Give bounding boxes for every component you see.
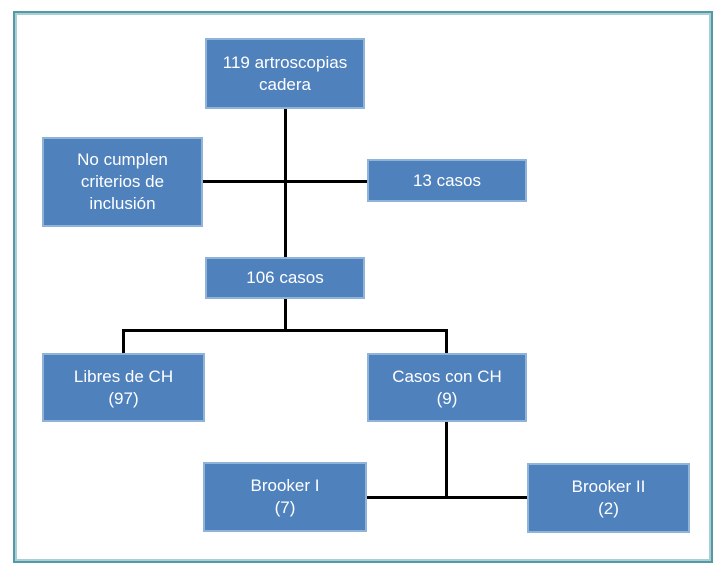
node-free-of-ch: Libres de CH (97) [42, 353, 205, 422]
connector-included-to-branch [284, 299, 287, 331]
node-brooker-i-label: Brooker I (7) [250, 476, 320, 517]
node-cases-with-ch-label: Casos con CH (9) [392, 366, 502, 408]
node-exclusion-criteria-label: No cumplen criterios de inclusión [77, 150, 168, 213]
node-arthroscopies-total: 119 artroscopias cadera [205, 38, 365, 109]
connector-branch-to-with-ch [445, 329, 448, 353]
node-brooker-i: Brooker I (7) [203, 462, 367, 532]
node-exclusion-criteria: No cumplen criterios de inclusión [42, 137, 203, 227]
connector-with-ch-to-brooker [445, 422, 448, 498]
diagram-border-frame [13, 11, 713, 563]
node-cases-with-ch: Casos con CH (9) [367, 353, 527, 422]
node-excluded-count: 13 casos [367, 159, 527, 202]
connector-brooker-i-to-brooker-ii [367, 496, 527, 499]
node-included-count: 106 casos [205, 257, 365, 299]
node-arthroscopies-total-label: 119 artroscopias cadera [222, 52, 348, 94]
node-brooker-ii-label: Brooker II (2) [571, 477, 646, 518]
connector-excluded-to-excluded-count [203, 180, 367, 183]
connector-arthroscopies-to-included [284, 109, 287, 257]
connector-branch-to-free-ch [122, 329, 125, 353]
connector-branch-horizontal [122, 329, 448, 332]
node-free-of-ch-label: Libres de CH (97) [73, 366, 174, 408]
node-included-count-label: 106 casos [246, 268, 324, 287]
node-excluded-count-label: 13 casos [412, 170, 482, 190]
node-brooker-ii: Brooker II (2) [527, 463, 690, 533]
